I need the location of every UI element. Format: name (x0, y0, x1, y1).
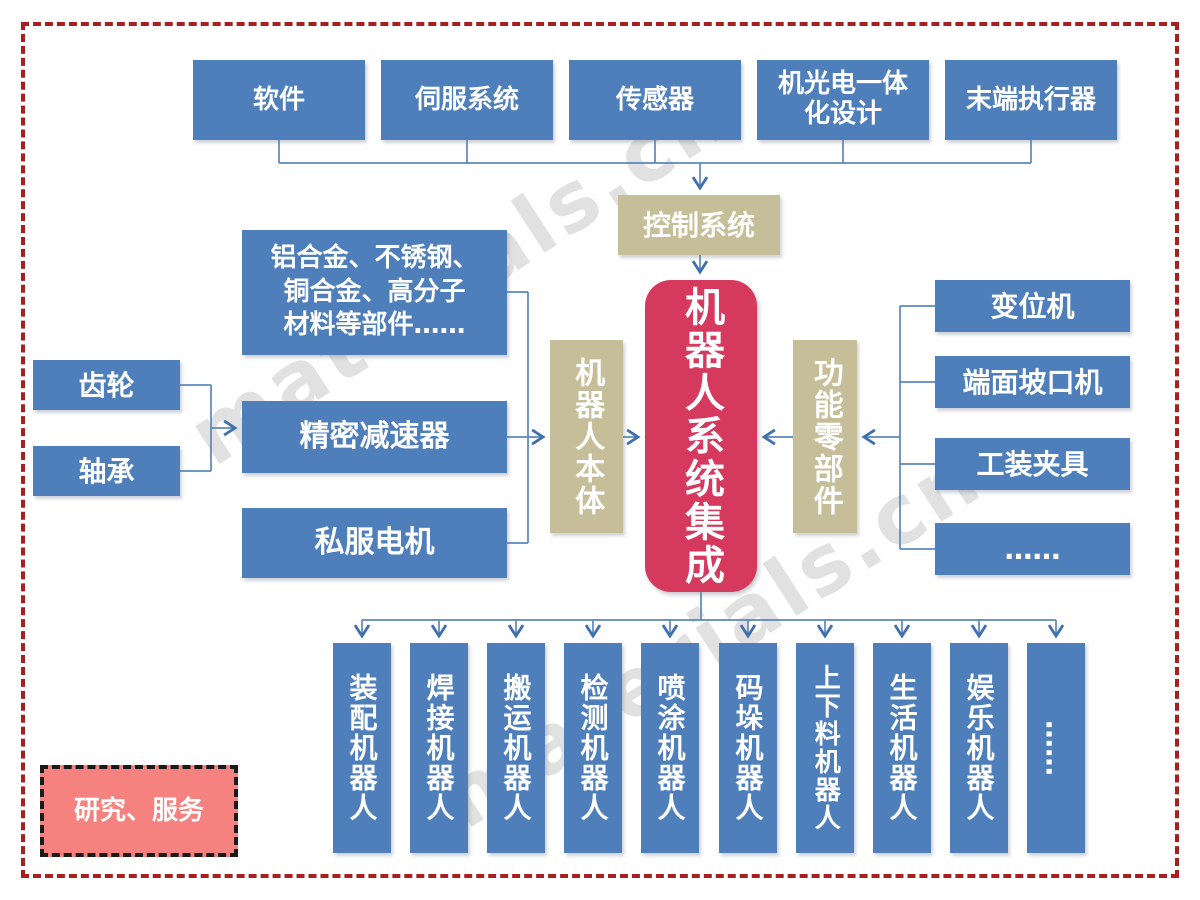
node-inspection-robot: 检测机器人 (564, 643, 622, 853)
node-entertainment-robot: 娱乐机器人 (950, 643, 1008, 853)
node-handling-robot: 搬运机器人 (487, 643, 545, 853)
node-positioner: 变位机 (935, 280, 1130, 332)
node-bottom-more: …… (1027, 643, 1085, 853)
node-palletizing-robot: 码垛机器人 (719, 643, 777, 853)
node-mechatronics-design: 机光电一体 化设计 (757, 60, 929, 140)
node-robot-system-integration: 机器人系统集成 (645, 280, 757, 592)
node-assembly-robot: 装配机器人 (333, 643, 391, 853)
node-software: 软件 (193, 60, 365, 140)
node-spraying-robot: 喷涂机器人 (641, 643, 699, 853)
node-right-more: …… (935, 523, 1130, 575)
node-tooling-fixture: 工装夹具 (935, 438, 1130, 490)
node-bearing: 轴承 (33, 446, 180, 496)
node-servo-system: 伺服系统 (381, 60, 553, 140)
node-face-beveling-machine: 端面坡口机 (935, 356, 1130, 408)
node-life-robot: 生活机器人 (873, 643, 931, 853)
node-control-system: 控制系统 (618, 195, 780, 255)
node-servo-motor: 私服电机 (242, 508, 507, 578)
node-sensor: 传感器 (569, 60, 741, 140)
node-materials-parts: 铝合金、不锈钢、 铜合金、高分子 材料等部件…… (242, 230, 507, 355)
node-functional-parts: 功能零部件 (793, 340, 857, 533)
node-gear: 齿轮 (33, 360, 180, 410)
legend-research-service: 研究、服务 (40, 765, 238, 857)
node-end-effector: 末端执行器 (945, 60, 1117, 140)
node-loading-robot: 上下料机器人 (796, 643, 854, 853)
node-robot-body: 机器人本体 (550, 340, 623, 533)
node-welding-robot: 焊接机器人 (410, 643, 468, 853)
node-precision-reducer: 精密减速器 (242, 401, 507, 473)
